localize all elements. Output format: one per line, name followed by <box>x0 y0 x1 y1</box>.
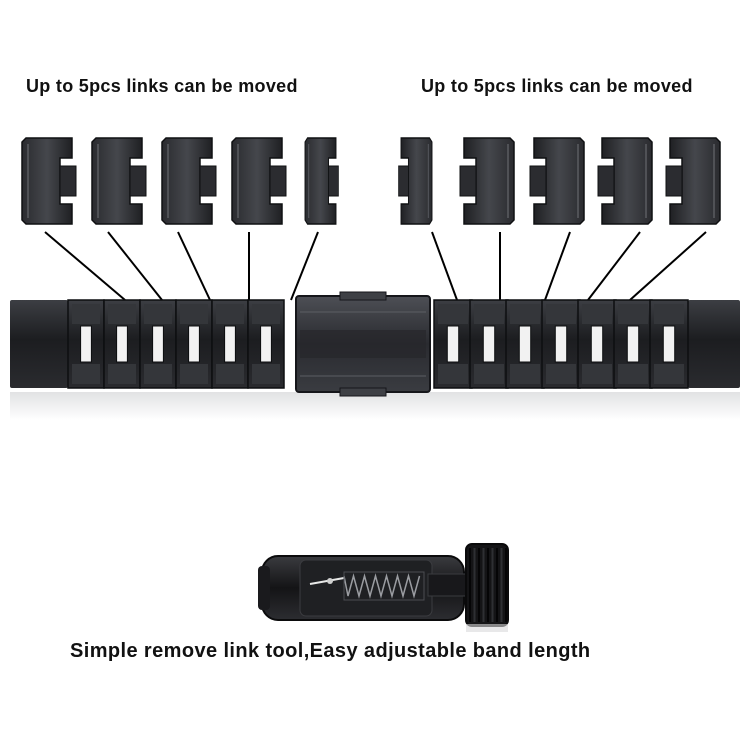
leader-line <box>587 231 641 301</box>
leader-line <box>431 231 458 301</box>
band-clasp-icon <box>295 291 431 397</box>
link-piece-icon <box>459 137 515 225</box>
band-reflection <box>10 392 740 420</box>
link-piece-icon <box>398 137 433 225</box>
band-link <box>139 299 177 389</box>
watch-band-icon <box>10 291 740 420</box>
link-piece-icon <box>665 137 721 225</box>
link-piece-icon <box>529 137 585 225</box>
removable-links-left <box>21 137 339 225</box>
band-link <box>67 299 105 389</box>
leader-line <box>544 231 571 301</box>
band-end-left <box>10 300 68 388</box>
band-link <box>103 299 141 389</box>
link-remover-tool-icon <box>258 543 509 632</box>
leader-line <box>107 231 163 301</box>
band-link <box>211 299 249 389</box>
link-piece-icon <box>304 137 339 225</box>
tool-thread <box>343 571 425 601</box>
band-link <box>175 299 213 389</box>
leader-line <box>629 231 707 301</box>
caption-left: Up to 5pcs links can be moved <box>26 76 298 96</box>
band-links <box>67 299 689 389</box>
link-piece-icon <box>231 137 287 225</box>
band-link <box>649 299 689 389</box>
band-link <box>469 299 509 389</box>
band-link <box>541 299 581 389</box>
band-link <box>433 299 473 389</box>
band-link <box>505 299 545 389</box>
link-piece-icon <box>91 137 147 225</box>
caption-bottom: Simple remove link tool,Easy adjustable … <box>70 640 591 662</box>
leader-line <box>44 231 126 301</box>
leader-lines <box>44 231 707 301</box>
band-link <box>613 299 653 389</box>
caption-right: Up to 5pcs links can be moved <box>421 76 693 96</box>
band-link <box>577 299 617 389</box>
leader-line <box>177 231 211 301</box>
removable-links-right <box>398 137 721 225</box>
band-link <box>247 299 285 389</box>
link-piece-icon <box>161 137 217 225</box>
tool-knurl <box>469 548 507 622</box>
band-end-right <box>688 300 740 388</box>
leader-line <box>290 231 319 301</box>
link-piece-icon <box>21 137 77 225</box>
link-piece-icon <box>597 137 653 225</box>
